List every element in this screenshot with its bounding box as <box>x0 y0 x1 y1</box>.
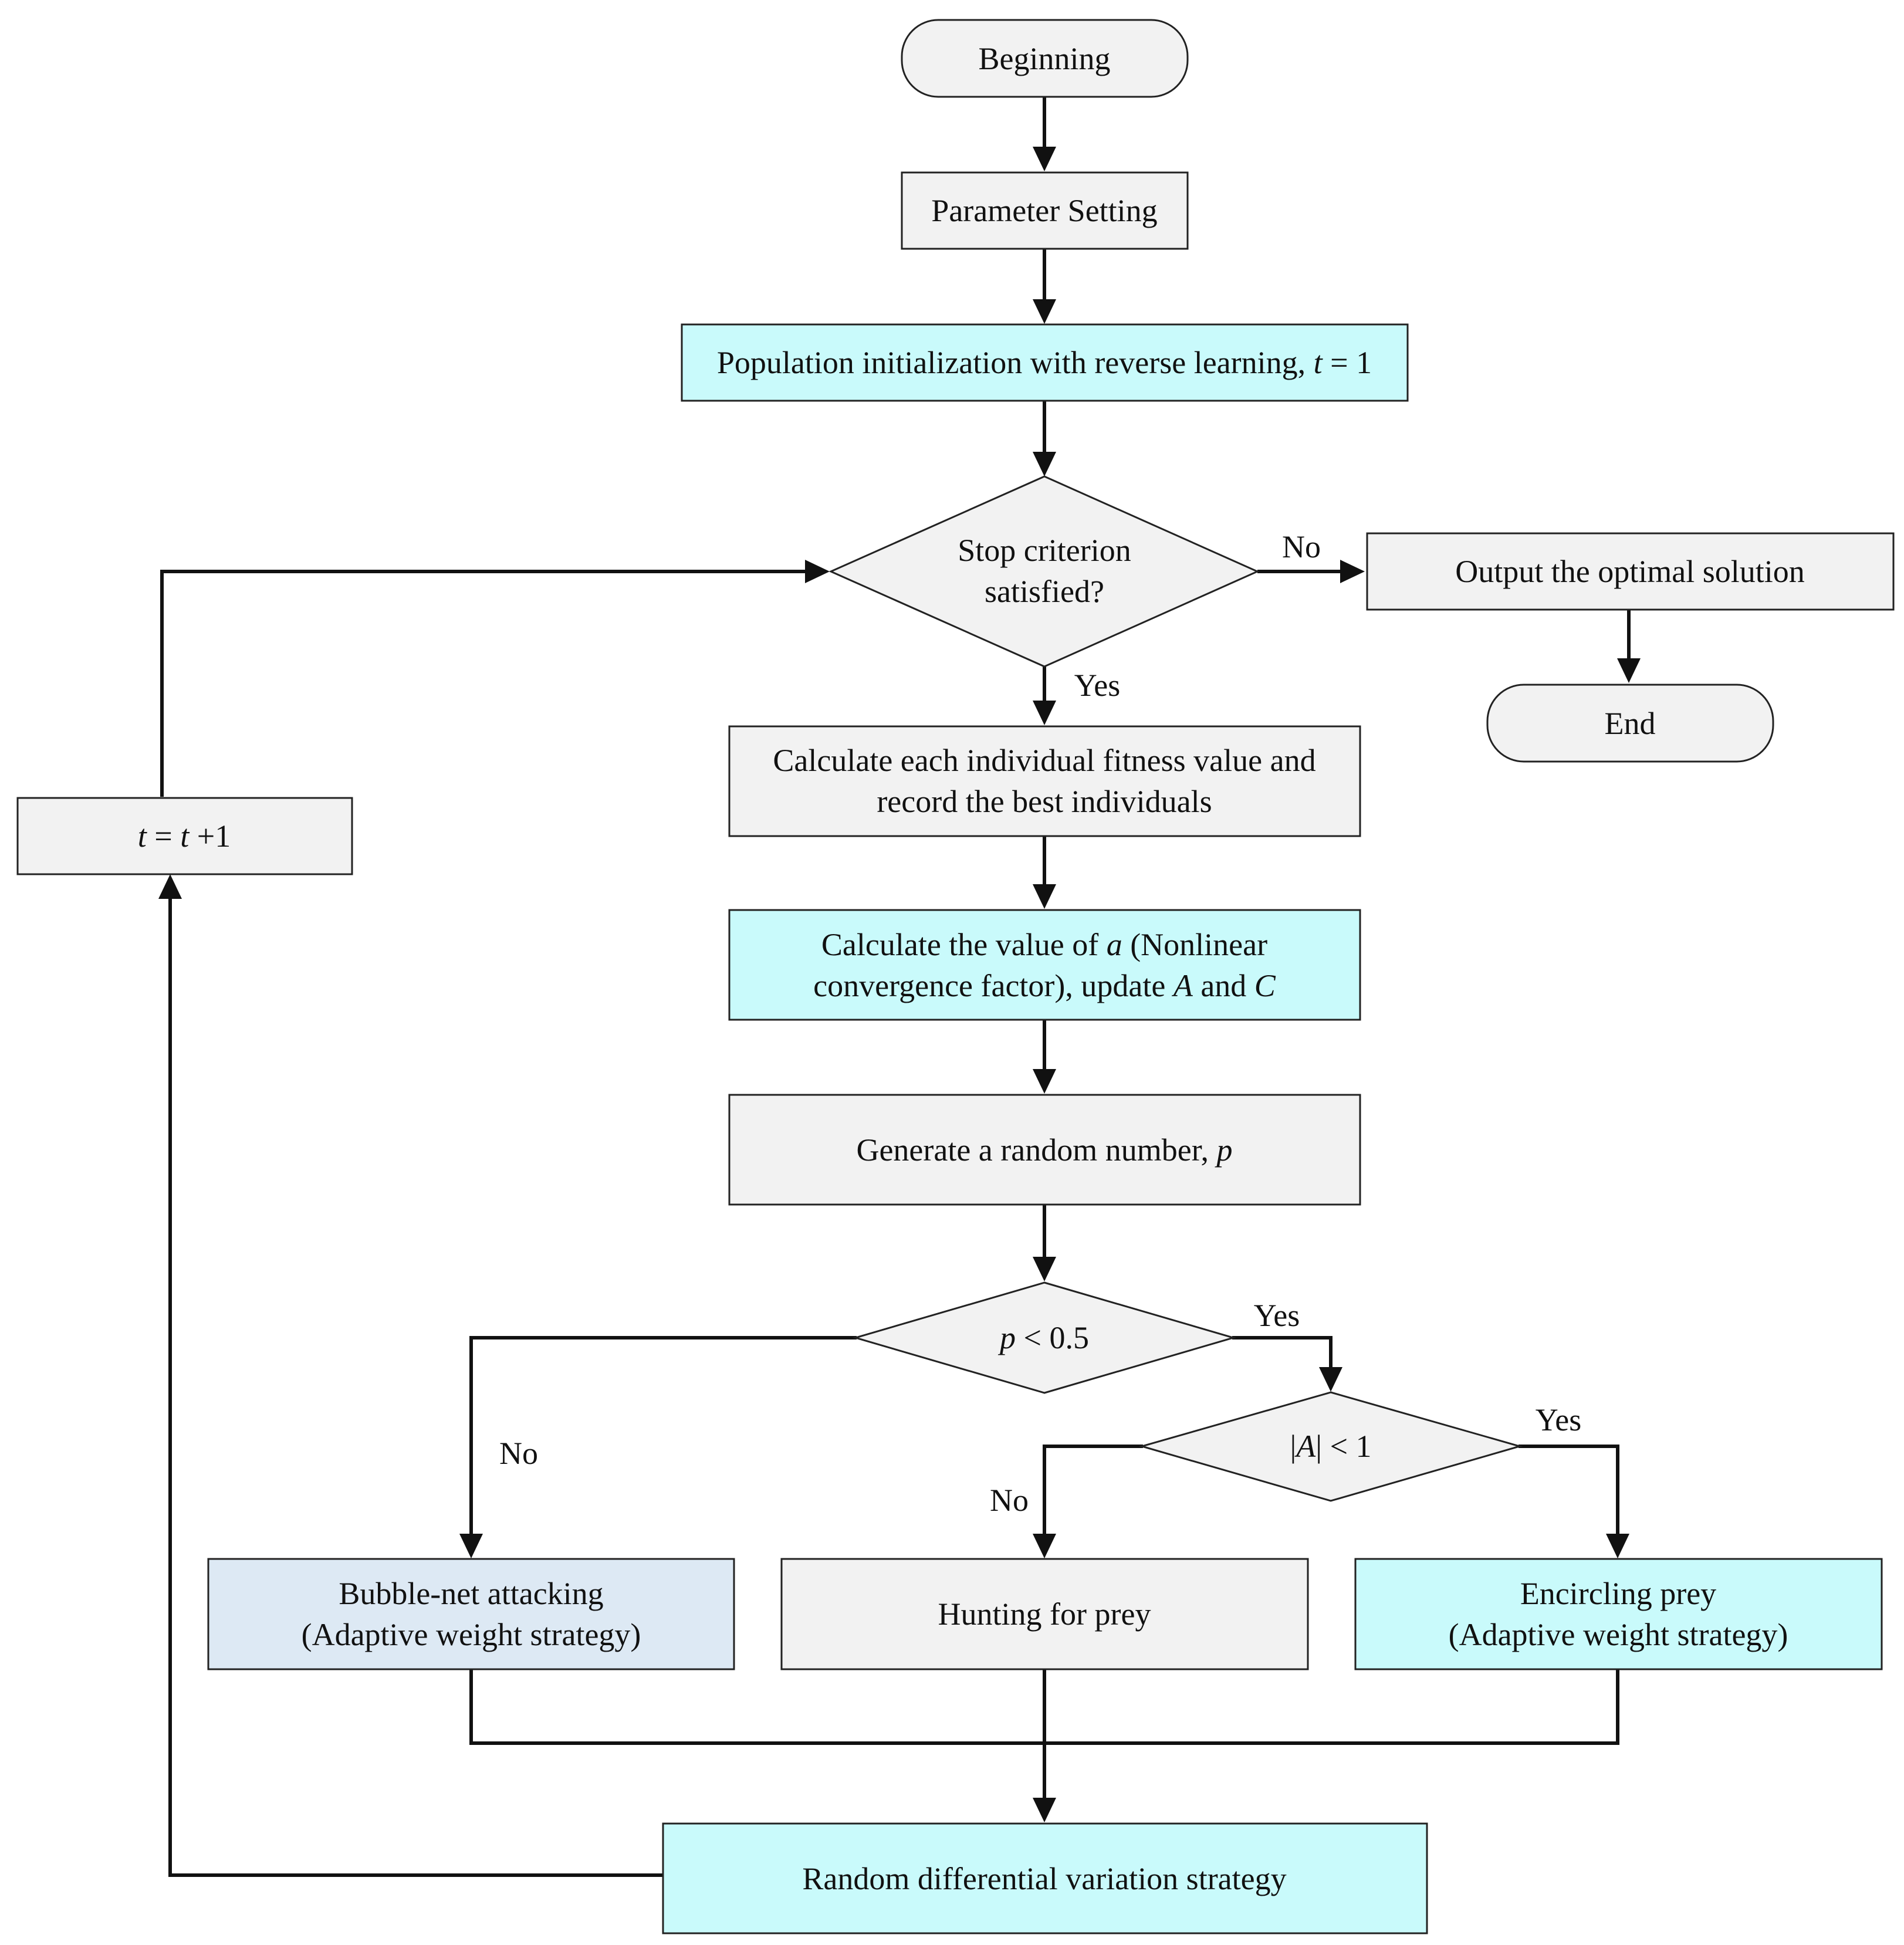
decision-abs-a: |A| < 1 <box>1138 1391 1523 1502</box>
hunting-label: Hunting for prey <box>938 1596 1151 1632</box>
node-calc-fitness: Calculate each individual fitness value … <box>728 725 1361 837</box>
stop-no-label: No <box>1282 529 1321 564</box>
random-diff-label: Random differential variation strategy <box>802 1861 1286 1896</box>
arrowhead-increment <box>158 874 182 899</box>
decision-p: p < 0.5 <box>852 1281 1237 1394</box>
p-yes-label: Yes <box>1254 1298 1300 1333</box>
arrowhead-params <box>1033 147 1056 171</box>
calc-fitness-line2: record the best individuals <box>877 784 1212 819</box>
arrowhead-fitness <box>1033 701 1056 725</box>
edge-increment-to-stop <box>160 570 810 797</box>
node-random-diff: Random differential variation strategy <box>662 1822 1428 1934</box>
stop-criterion-line2: satisfied? <box>985 574 1104 609</box>
node-bubble-net: Bubble-net attacking (Adaptive weight st… <box>207 1558 735 1670</box>
beginning-label: Beginning <box>979 41 1111 76</box>
output-label: Output the optimal solution <box>1455 554 1804 589</box>
arrowhead-bubble <box>459 1534 483 1558</box>
arrowhead-random-diff <box>1033 1798 1056 1822</box>
calc-fitness-line1: Calculate each individual fitness value … <box>773 743 1315 778</box>
edge-a-to-encircling <box>1519 1445 1619 1537</box>
stop-yes-label: Yes <box>1074 668 1121 703</box>
node-random-number: Generate a random number, p <box>728 1094 1361 1206</box>
node-encircling: Encircling prey (Adaptive weight strateg… <box>1354 1558 1883 1670</box>
encircling-line2: (Adaptive weight strategy) <box>1449 1617 1788 1652</box>
node-output: Output the optimal solution <box>1366 532 1895 611</box>
arrowhead-calc-a <box>1033 884 1056 909</box>
edge-p-to-a <box>1232 1336 1333 1372</box>
node-population-init: Population initialization with reverse l… <box>681 323 1409 402</box>
arrowhead-output <box>1340 560 1365 583</box>
arrowhead-a <box>1319 1367 1342 1392</box>
node-parameter-setting: Parameter Setting <box>901 171 1189 250</box>
increment-label: t = t +1 <box>138 818 231 854</box>
calc-a-line1: Calculate the value of a (Nonlinear <box>821 927 1267 962</box>
parameter-setting-label: Parameter Setting <box>931 193 1157 228</box>
arrowhead-end <box>1617 658 1641 683</box>
decision-stop-criterion: Stop criterion satisfied? <box>828 475 1260 668</box>
node-increment: t = t +1 <box>16 797 353 875</box>
abs-a-decision-label: |A| < 1 <box>1290 1429 1371 1464</box>
arrowhead-stop-loop <box>805 560 830 583</box>
population-init-label: Population initialization with reverse l… <box>717 345 1372 380</box>
node-calc-a: Calculate the value of a (Nonlinear conv… <box>728 909 1361 1021</box>
arrowhead-hunting <box>1033 1534 1056 1558</box>
node-end: End <box>1486 684 1774 763</box>
bubble-net-line1: Bubble-net attacking <box>339 1576 603 1611</box>
random-number-label: Generate a random number, p <box>856 1132 1232 1168</box>
p-decision-label: p < 0.5 <box>997 1320 1089 1355</box>
p-no-label: No <box>499 1436 538 1471</box>
arrowhead-encircling <box>1606 1534 1629 1558</box>
node-beginning: Beginning <box>901 19 1189 98</box>
edge-a-to-hunting <box>1043 1445 1143 1537</box>
arrowhead-init <box>1033 299 1056 324</box>
stop-criterion-line1: Stop criterion <box>958 533 1131 568</box>
arrowhead-random <box>1033 1069 1056 1094</box>
encircling-line1: Encircling prey <box>1520 1576 1716 1611</box>
a-no-label: No <box>990 1483 1029 1518</box>
edges <box>158 97 1641 1877</box>
arrowhead-stop <box>1033 452 1056 476</box>
calc-a-line2: convergence factor), update A and C <box>813 968 1276 1003</box>
end-label: End <box>1605 706 1656 741</box>
node-hunting: Hunting for prey <box>780 1558 1309 1670</box>
edge-p-to-bubble <box>469 1336 857 1537</box>
edge-random-diff-to-increment <box>168 895 663 1877</box>
a-yes-label: Yes <box>1536 1402 1582 1437</box>
bubble-net-line2: (Adaptive weight strategy) <box>302 1617 641 1652</box>
arrowhead-p <box>1033 1257 1056 1281</box>
